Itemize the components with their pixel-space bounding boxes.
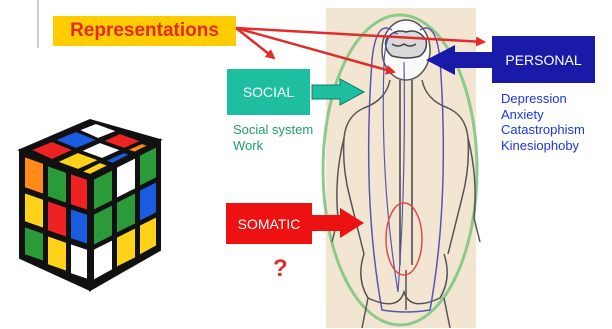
question-mark: ? bbox=[273, 255, 288, 283]
rubiks-cube-illustration bbox=[20, 120, 160, 290]
social-item: Work bbox=[233, 138, 313, 154]
social-list: Social system Work bbox=[233, 122, 313, 153]
personal-item: Catastrophism bbox=[501, 122, 585, 138]
social-item: Social system bbox=[233, 122, 313, 138]
personal-item: Anxiety bbox=[501, 107, 585, 123]
personal-item: Kinesiophoby bbox=[501, 138, 585, 154]
social-box: SOCIAL bbox=[227, 69, 310, 115]
representations-title: Representations bbox=[53, 16, 236, 46]
personal-item: Depression bbox=[501, 91, 585, 107]
personal-list: Depression Anxiety Catastrophism Kinesio… bbox=[501, 91, 585, 153]
somatic-box: SOMATIC bbox=[226, 203, 312, 244]
personal-box: PERSONAL bbox=[492, 36, 595, 83]
